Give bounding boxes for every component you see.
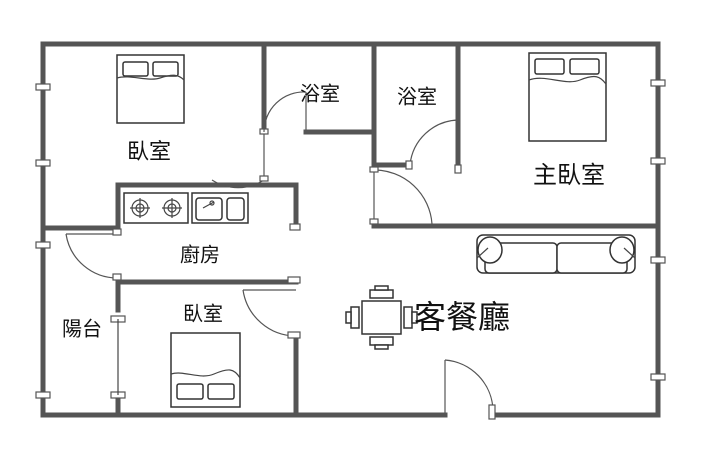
sofa	[476, 234, 636, 274]
label-bath-right: 浴室	[397, 85, 437, 109]
bed-bottom	[170, 332, 241, 408]
dining-table	[345, 285, 418, 350]
label-living-dining: 客餐廳	[414, 298, 510, 336]
label-bedroom-top: 臥室	[127, 140, 171, 165]
label-kitchen: 廚房	[180, 243, 220, 267]
bed-top-left	[116, 54, 185, 124]
doors	[65, 91, 496, 420]
label-bedroom-bottom: 臥室	[183, 302, 223, 326]
interior-walls	[40, 41, 661, 418]
bed-master	[528, 52, 607, 142]
label-master-bedroom: 主臥室	[533, 161, 605, 189]
kitchen-counter	[123, 192, 249, 224]
label-bath-left: 浴室	[300, 82, 340, 106]
room-labels: 臥室 浴室 浴室 主臥室 廚房 陽台 臥室 客餐廳	[62, 82, 605, 341]
label-balcony: 陽台	[62, 317, 102, 341]
windows	[35, 79, 666, 399]
